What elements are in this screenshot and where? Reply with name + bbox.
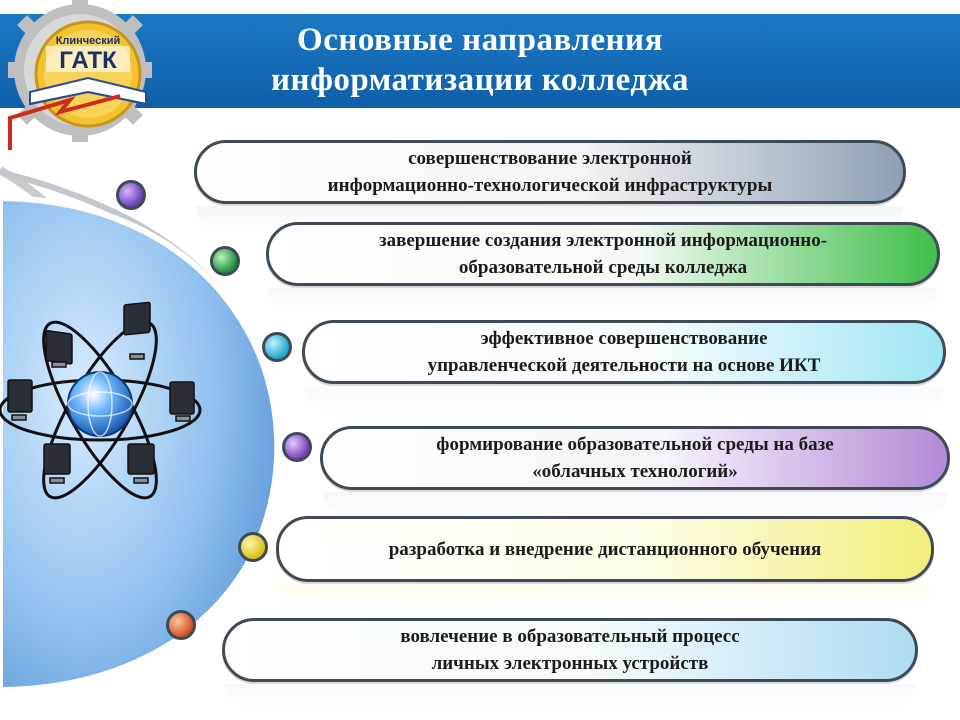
title-banner: [0, 14, 960, 108]
direction-item-2: завершение создания электронной информац…: [266, 222, 940, 286]
bullet-dot-1: [116, 180, 146, 210]
page-title: Основные направления информатизации колл…: [271, 22, 689, 98]
bullet-dot-5: [238, 532, 268, 562]
direction-item-6: вовлечение в образовательный процесс лич…: [222, 618, 918, 682]
logo-line1: Клинческий: [56, 35, 121, 47]
direction-item-1: совершенствование электронной информацио…: [194, 140, 906, 204]
monitor-icon: [45, 329, 73, 368]
bullet-dot-4: [282, 432, 312, 462]
direction-item-6-text: вовлечение в образовательный процесс лич…: [400, 626, 740, 674]
direction-item-3-text: эффективное совершенствование управленче…: [427, 328, 821, 376]
direction-item-3: эффективное совершенствование управленче…: [302, 320, 946, 384]
direction-item-5-text: разработка и внедрение дистанционного об…: [388, 538, 822, 560]
direction-item-2-text: завершение создания электронной информац…: [378, 230, 828, 278]
direction-item-6-reflection: [224, 684, 916, 708]
computer-icons: [7, 301, 195, 484]
bullet-dot-2: [210, 246, 240, 276]
direction-item-3-reflection: [304, 386, 944, 412]
direction-item-4-reflection: [322, 492, 948, 518]
monitor-icon: [127, 443, 155, 484]
globe-icon: [67, 371, 133, 437]
direction-item-1-text: совершенствование электронной информацио…: [327, 148, 773, 196]
orbit-lines: [0, 320, 202, 500]
bullet-dot-6: [166, 610, 196, 640]
direction-item-2-reflection: [268, 288, 938, 314]
monitor-icon: [43, 443, 71, 484]
monitor-icon: [123, 301, 151, 360]
direction-item-4: формирование образовательной среды на ба…: [320, 426, 950, 490]
direction-item-4-text: формирование образовательной среды на ба…: [436, 434, 834, 482]
logo-line2: ГАТК: [59, 47, 117, 74]
college-logo: Клинческий ГАТК: [8, 0, 152, 150]
direction-item-5-reflection: [278, 584, 932, 610]
bullet-dot-3: [262, 332, 292, 362]
direction-item-5: разработка и внедрение дистанционного об…: [276, 516, 934, 582]
monitor-icon: [169, 381, 195, 422]
monitor-icon: [7, 379, 33, 421]
